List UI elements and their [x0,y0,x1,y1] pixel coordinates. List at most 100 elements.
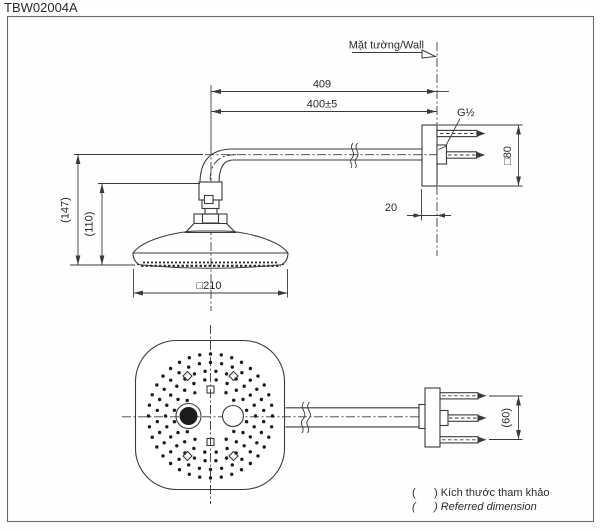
spray-hole [203,459,207,463]
spray-hole [192,381,196,386]
spray-hole [232,429,236,434]
spray-hole [270,414,275,418]
dim-80-label: □80 [502,146,514,165]
spray-hole [172,408,177,412]
spray-hole [240,371,244,375]
spray-hole [183,440,187,444]
dim-60-label: (60) [501,408,513,428]
spray-hole [155,408,159,413]
spray-hole [262,383,266,387]
spray-hole [208,360,213,365]
dim-147-label: (147) [60,197,72,223]
pipe-break-icon [354,142,359,169]
footnote-english: ( ) Referred dimension [412,501,537,513]
nozzle-diamond [228,450,239,462]
wall-leader-arrow-icon [421,49,438,59]
wall-flange-side [421,124,438,187]
spray-pattern [146,352,275,480]
spray-hole [239,360,244,364]
nozzle-diamond [228,370,239,382]
dim-20-label: 20 [385,202,397,214]
spray-hole [240,457,244,461]
spray-hole [224,456,229,460]
pipe-break-icon [306,401,311,434]
spray-hole [193,391,197,395]
spray-hole [192,446,196,451]
spray-hole [224,437,228,441]
spray-hole [248,378,252,382]
nozzle-diamond [182,370,193,382]
spray-hole [203,378,207,382]
spray-hole [147,425,152,429]
center-nozzle [221,404,245,428]
spray-hole [219,475,223,479]
spray-hole [224,372,229,376]
spray-hole [219,362,224,366]
spray-hole [187,365,191,369]
spray-hole [161,454,165,458]
dim-reach-to-wall: 400±5 [211,99,437,114]
massage-nozzle [179,407,198,425]
spray-hole [150,393,154,397]
spray-hole [157,397,162,402]
spray-hole [198,353,202,357]
spray-hole [219,466,224,470]
spray-hole [259,430,264,435]
spray-hole [165,425,169,429]
spray-hole [197,466,202,470]
drawing-border [6,15,595,523]
dim-110-label: (110) [84,212,96,237]
spray-hole [183,388,187,392]
spray-hole [248,461,253,466]
spray-hole [208,476,213,480]
wall-screws-side [436,129,486,165]
spray-hole [214,378,218,382]
spray-hole [185,430,189,434]
spray-hole [208,467,213,472]
nozzle-diamond [182,450,193,462]
model-number-title: TBW02004A [4,0,78,15]
spray-hole [241,430,245,435]
spray-hole [177,360,182,364]
spray-hole [176,430,180,435]
spray-hole [224,391,228,395]
spray-hole [242,444,246,448]
spray-hole [248,435,252,439]
wall-label: Mặt tường/Wall [349,40,424,52]
spray-hole [150,435,154,439]
spray-hole [175,444,179,448]
spray-hole [248,393,252,397]
spray-hole [192,456,197,460]
thread-label: G½ [457,107,475,119]
spray-hole [169,450,173,454]
dim-head-size: □210 [133,269,288,298]
spray-hole [176,397,180,402]
dim-height-overall: (147) [60,154,203,266]
spray-hole [175,384,179,388]
spray-hole [147,403,152,407]
spray-hole [252,403,256,407]
arm-pipe-plan [285,401,427,434]
center-nozzles [175,370,245,462]
spray-hole [214,369,218,373]
spray-hole [253,414,258,418]
dim-height-head: (110) [84,183,200,265]
spray-hole [192,372,197,376]
spray-hole [244,420,249,424]
spray-hole [255,387,259,391]
spray-hole [169,378,173,382]
spray-hole [168,366,173,371]
spray-hole [225,381,229,386]
dim-409-label: 409 [313,79,331,91]
spray-hole [203,450,207,454]
dim-screw-spacing: (60) [489,395,523,440]
spray-hole [248,366,253,371]
spray-hole [177,468,182,472]
spray-hole [157,430,162,435]
spray-hole [262,445,266,449]
wall-label-group: Mặt tường/Wall [349,40,438,59]
shower-arm [199,142,437,184]
spray-hole [162,441,166,445]
spray-hole [187,356,191,360]
spray-hole [234,388,238,392]
